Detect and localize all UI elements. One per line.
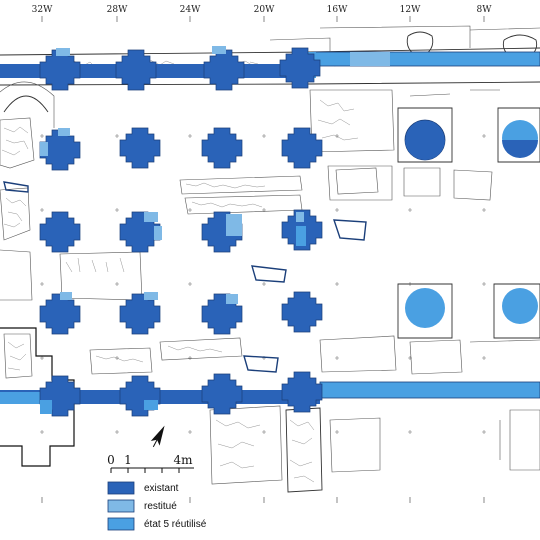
lower-wall-band [0,381,540,404]
pillar-r5-c3 [201,373,243,415]
grid-label-4: 16W [327,5,348,15]
top-ticks [41,16,485,22]
reutilise-overlays [40,226,306,414]
restitue-overlays [40,46,304,304]
scale-label-4m: 4m [173,453,193,467]
bottom-ticks [41,497,485,503]
lower-band-reutilise [320,382,540,398]
circular-bases [404,119,538,328]
legend: existant restitué état 5 réutilisé [107,481,207,531]
grid-label-2: 24W [180,5,201,15]
excavation-sketches [0,25,540,493]
pillar-r2-c4 [281,127,323,169]
legend-swatch-reutilise [107,517,135,531]
grid-label-0: 32W [32,5,53,15]
legend-swatch-existant [107,481,135,495]
grid-labels: 32W 28W 24W 20W 16W 12W 8W [32,5,493,15]
pillar-r1-c2 [115,49,157,91]
scale-label-0: 0 [107,453,115,467]
pillar-r5-c4 [281,371,323,413]
legend-label-restitue: restitué [144,501,177,512]
pillar-r3-c1 [39,211,81,253]
pillar-r4-c4 [281,291,323,333]
grid-label-1: 28W [107,5,128,15]
legend-label-existant: existant [144,483,179,494]
upper-wall-band [0,51,540,78]
grid-label-3: 20W [254,5,275,15]
pillar-r2-c2 [119,127,161,169]
upper-band-reutilise-a [314,52,540,66]
pillars [39,47,323,417]
legend-swatch-restitue [107,499,135,513]
scale-bar: 0 1 4m [107,453,194,473]
legend-label-reutilise: état 5 réutilisé [144,519,207,530]
trapezoid-features [3,181,367,373]
pillar-r1-c4 [279,47,321,89]
north-arrow-icon [150,425,165,448]
scale-label-1: 1 [124,453,132,467]
grid-label-6: 8W [477,5,493,15]
grid-label-5: 12W [400,5,421,15]
pillar-r1-c3 [203,49,245,91]
pillar-r2-c3 [201,127,243,169]
